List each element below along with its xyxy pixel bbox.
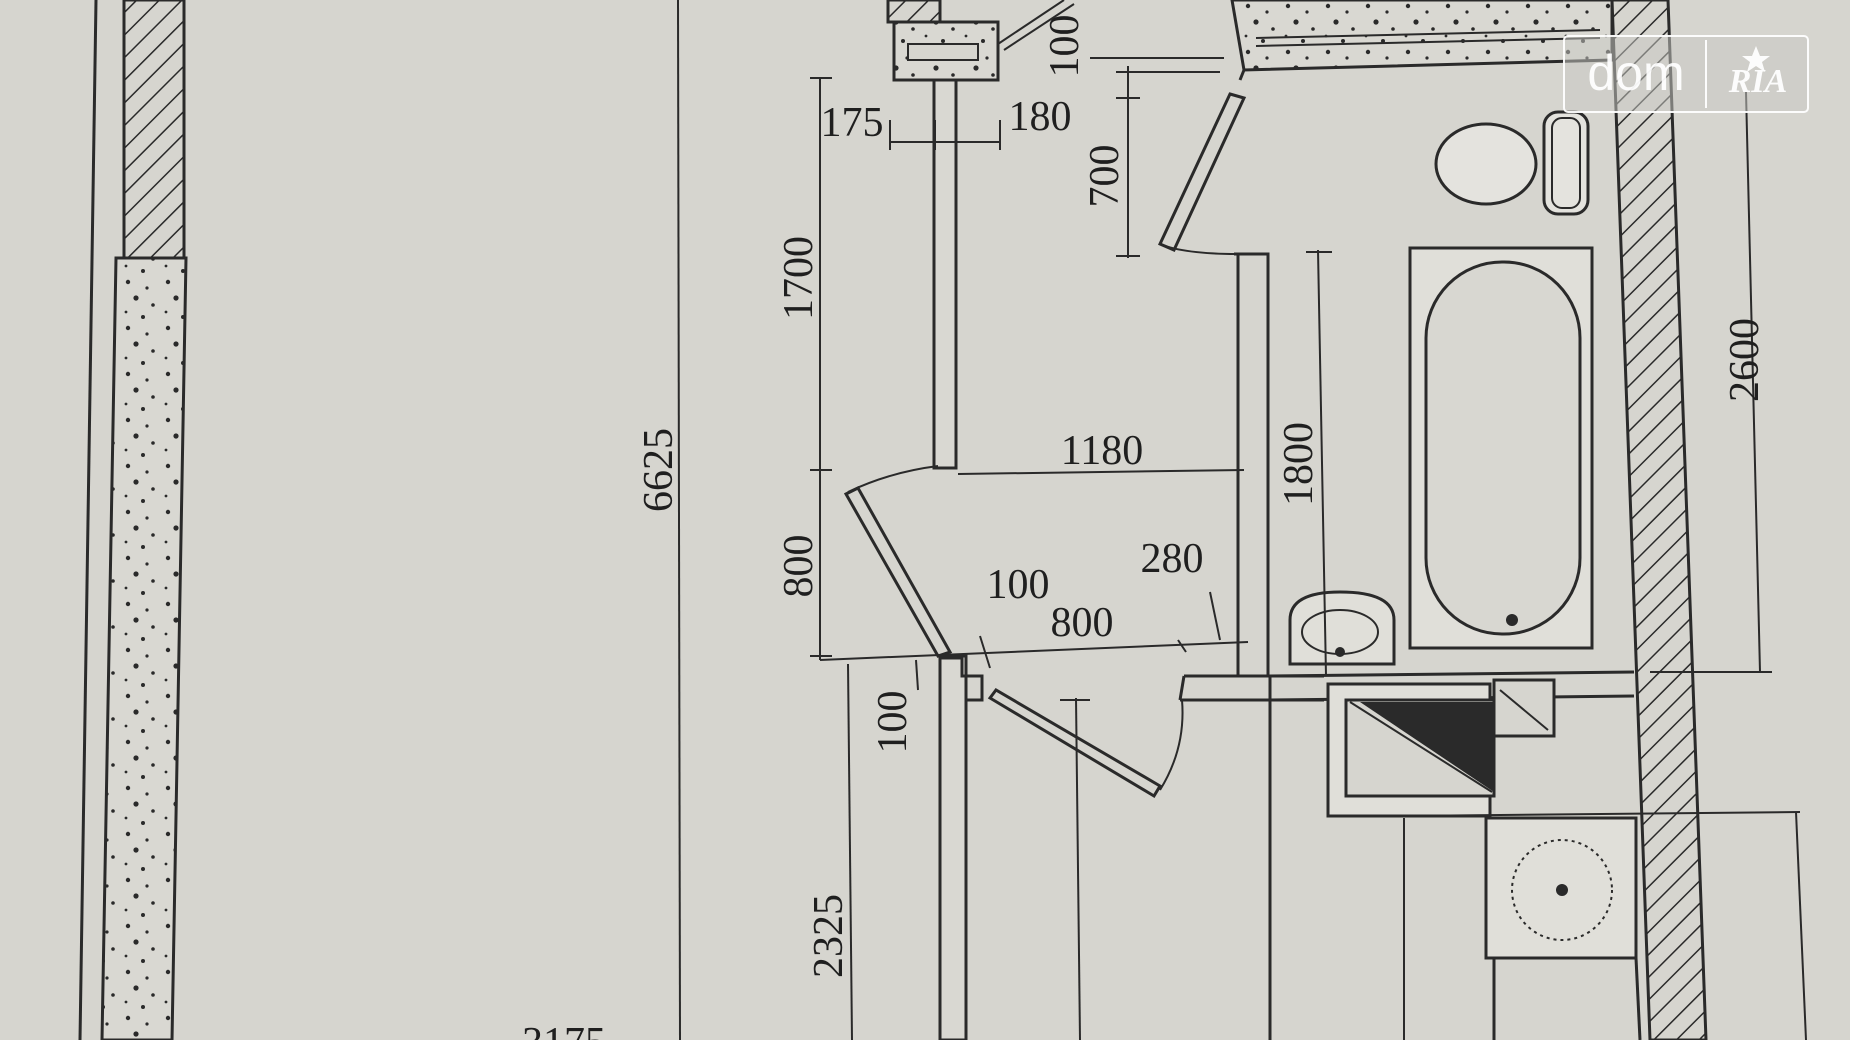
door-corridor-left — [843, 465, 953, 658]
toilet-icon — [1434, 110, 1590, 216]
dim-1800-label: 1800 — [1276, 422, 1322, 506]
vent-shaft — [886, 0, 1075, 82]
dim-180-label: 180 — [1009, 94, 1072, 140]
dim-280-label: 280 — [1141, 536, 1204, 582]
overall-dimension-6625 — [677, 0, 681, 1040]
shower-tray-icon — [1326, 678, 1556, 818]
left-exterior-wall — [78, 0, 188, 1040]
dim-100-top-label: 100 — [1042, 15, 1088, 78]
dim-100-mid-label: 100 — [987, 562, 1050, 608]
dim-175-label: 175 — [821, 100, 884, 146]
watermark-suffix: RIA — [1728, 63, 1788, 100]
door-corridor-right — [987, 688, 1184, 799]
washing-machine-icon — [1484, 816, 1642, 1040]
bathroom-left-partition — [1178, 69, 1324, 1040]
right-exterior-wall — [1610, 0, 1708, 1040]
dim-800-mid-label: 800 — [1051, 600, 1114, 646]
dim-700-label: 700 — [1082, 145, 1128, 208]
watermark-brand: dom — [1587, 45, 1684, 101]
dimension-lines — [810, 57, 1807, 1040]
dim-800-left-label: 800 — [776, 535, 822, 598]
dim-100-low-label: 100 — [870, 691, 916, 754]
sink-icon — [1288, 590, 1396, 666]
domria-watermark: dom RIA — [1563, 35, 1809, 113]
dim-2325-label: 2325 — [806, 894, 852, 978]
door-bathroom-top — [1157, 92, 1247, 255]
watermark-star-icon — [1742, 46, 1770, 72]
dim-2600-label: 2600 — [1722, 318, 1768, 402]
corridor-left-partition — [932, 78, 984, 1040]
dim-1180-label: 1180 — [1061, 428, 1143, 474]
bathtub-icon — [1408, 246, 1594, 650]
dim-1700-label: 1700 — [776, 236, 822, 320]
top-bathroom-wall — [1230, 0, 1614, 72]
dim-3175-label: 3175 — [522, 1020, 606, 1040]
dim-6625-label: 6625 — [636, 428, 682, 512]
